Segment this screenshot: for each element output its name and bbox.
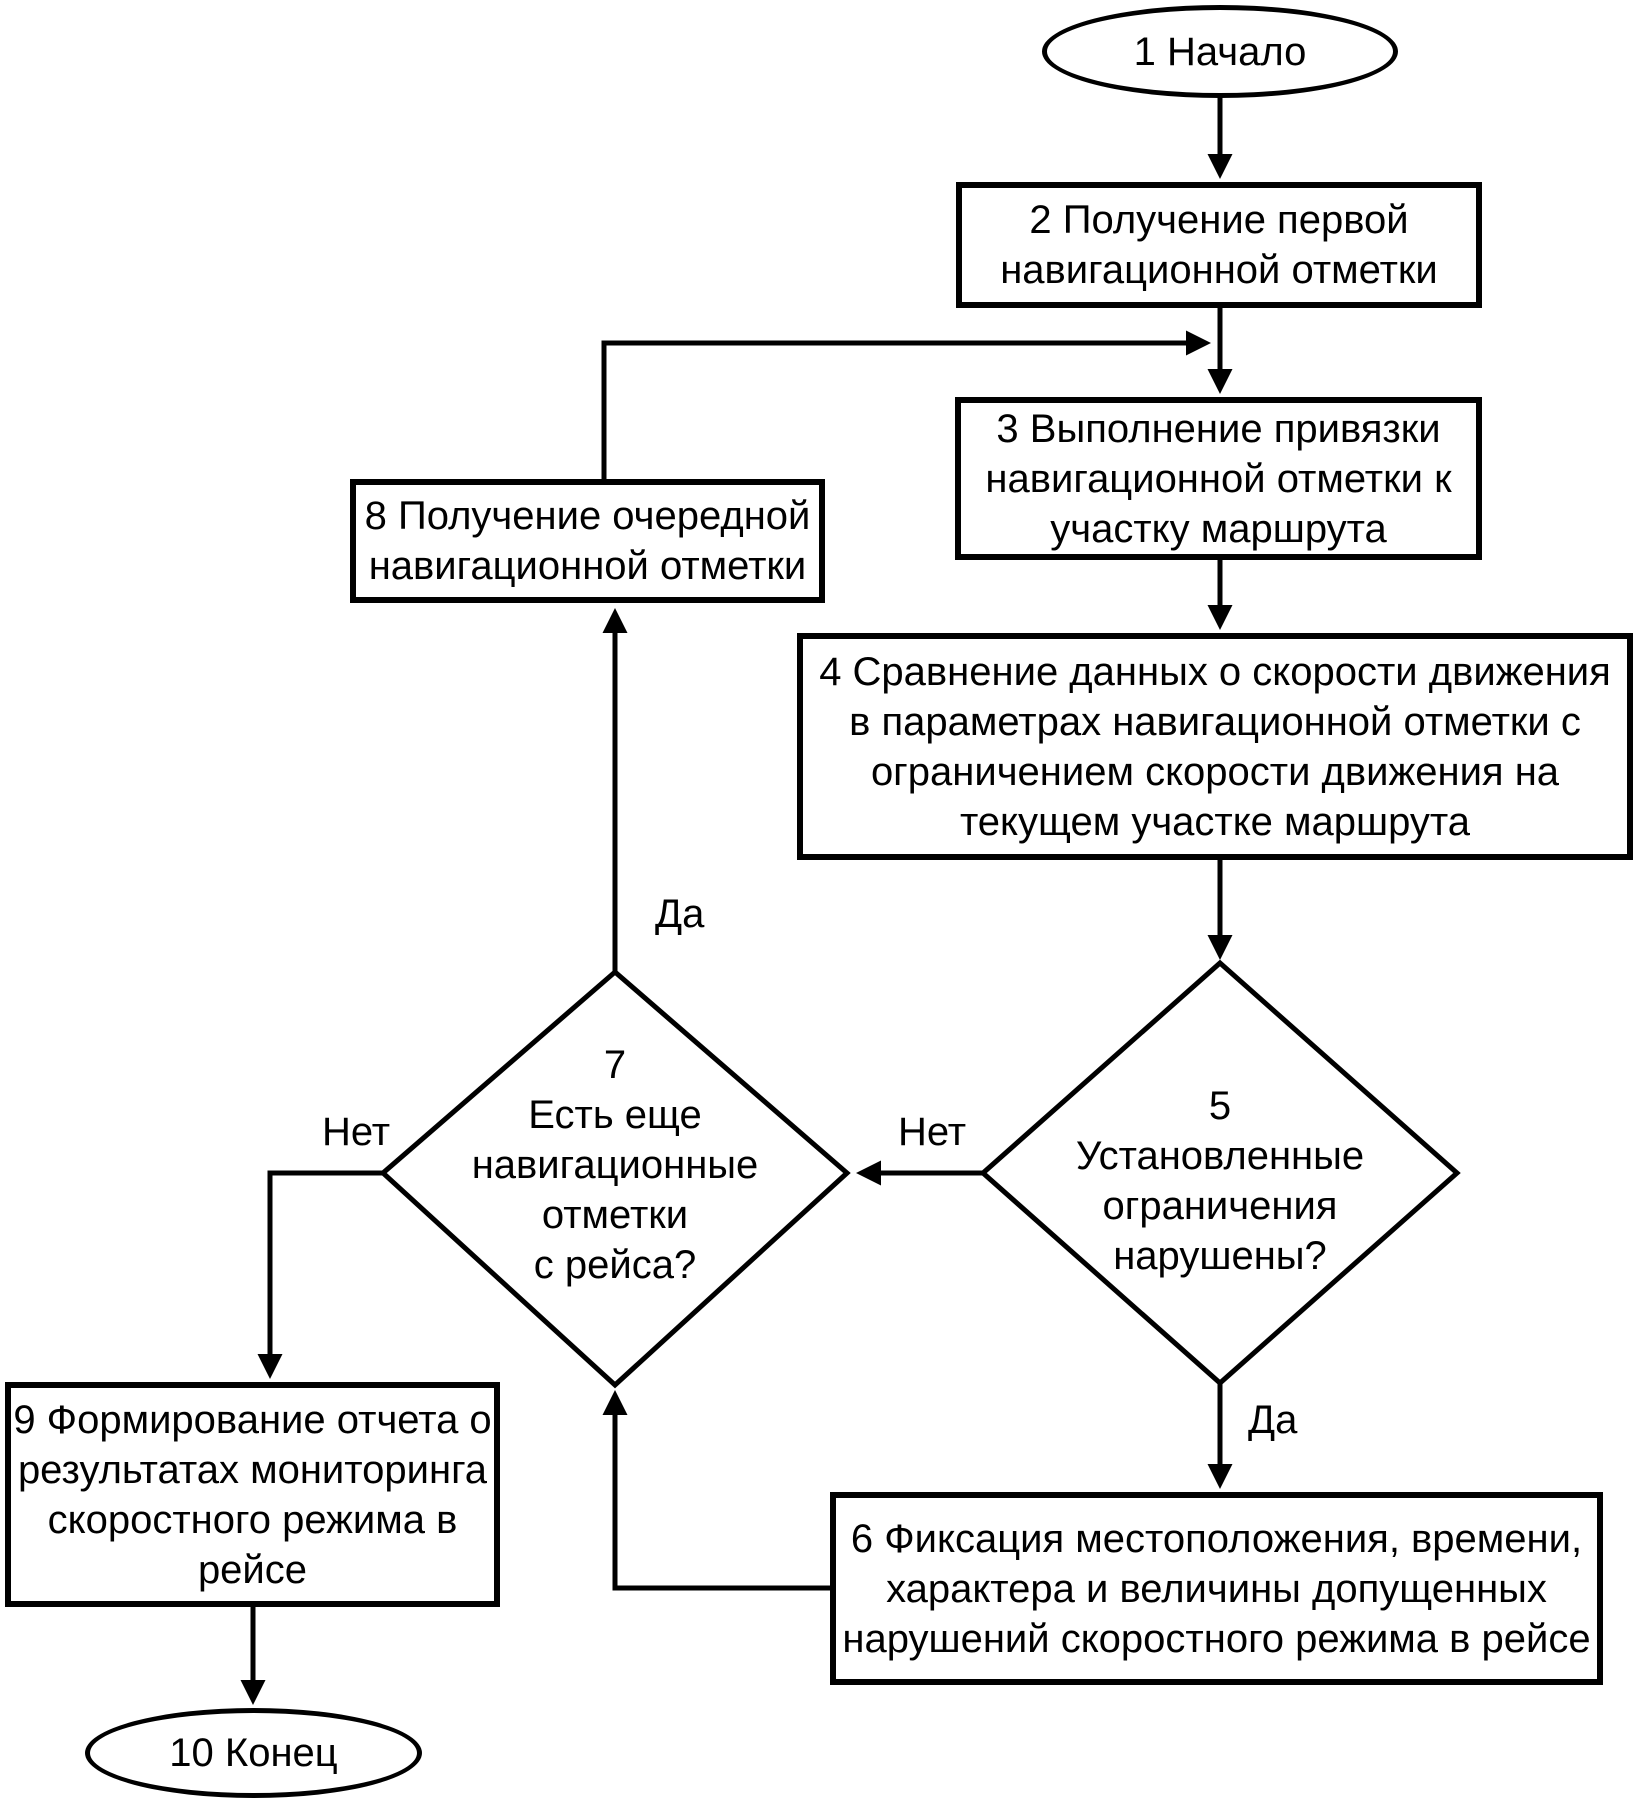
node-n4-process: 4 Сравнение данных о скорости движения в… [797,633,1633,860]
edge-n6-n7-line [602,1390,830,1591]
edge-label-n7-no: Нет [322,1110,391,1154]
edge-n8-n3-line [601,330,1211,479]
node-n5-label: 5 Установленные ограничения нарушены? [1075,1083,1365,1278]
edge-label-n5-yes: Да [1248,1398,1298,1442]
node-n5-decision-shape [979,959,1461,1387]
node-n6-label: 6 Фиксация местоположения, времени, хара… [842,1516,1591,1661]
node-n1-terminator: 1 Начало [1042,5,1398,98]
edge-label-n5-no: Нет [898,1110,967,1154]
node-n8-process: 8 Получение очередной навигационной отме… [350,479,825,603]
node-n7-decision-shape [379,968,851,1389]
node-n7-label: 7 Есть еще навигационные отметки с рейса… [471,1043,759,1287]
node-n3-label: 3 Выполнение привязки навигационной отме… [985,406,1452,551]
edge-label-n7-yes: Да [655,892,705,936]
node-n10-label: 10 Конец [169,1731,338,1775]
node-n6-process: 6 Фиксация местоположения, времени, хара… [830,1492,1603,1685]
node-n10-terminator: 10 Конец [85,1708,422,1798]
node-n8-label: 8 Получение очередной навигационной отме… [364,494,811,588]
node-n3-process: 3 Выполнение привязки навигационной отме… [955,397,1482,560]
node-n9-process: 9 Формирование отчета о результатах мони… [5,1382,500,1607]
node-n2-process: 2 Получение первой навигационной отметки [956,182,1482,308]
edge-n7-n9-line [257,1170,383,1379]
node-n2-label: 2 Получение первой навигационной отметки [1000,198,1438,292]
node-n1-label: 1 Начало [1133,29,1307,74]
node-n9-label: 9 Формирование отчета о результатах мони… [13,1397,492,1592]
node-n4-label: 4 Сравнение данных о скорости движения в… [819,649,1611,844]
